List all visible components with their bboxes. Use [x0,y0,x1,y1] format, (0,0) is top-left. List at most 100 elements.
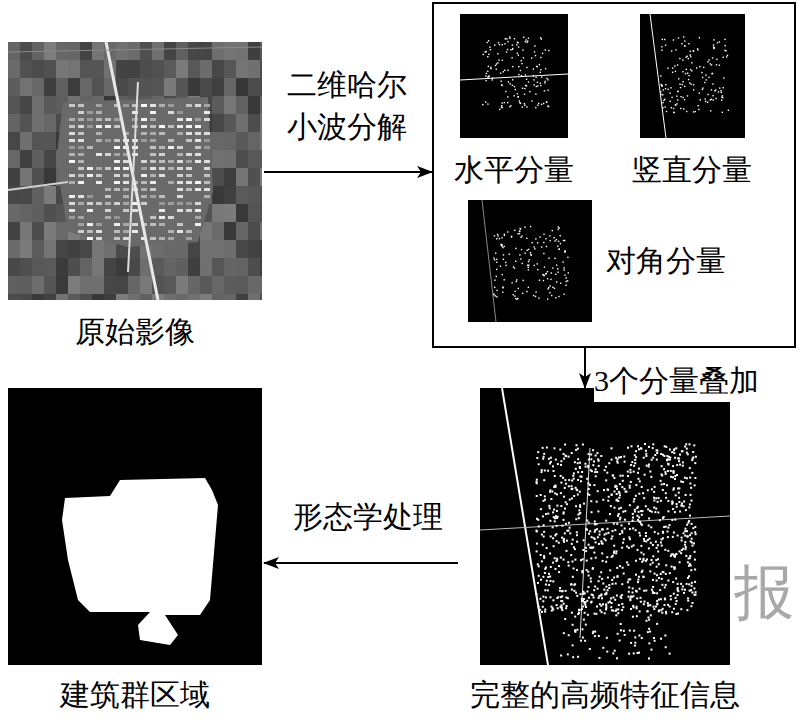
speckle [607,577,609,579]
speckle [512,48,513,49]
speckle [647,604,649,606]
speckle [595,468,597,470]
speckle [546,580,548,582]
speckle [707,94,708,95]
speckle [684,541,686,543]
speckle [602,583,604,585]
speckle [560,464,562,466]
speckle [514,38,515,39]
speckle [487,42,488,43]
speckle [650,542,652,544]
speckle [566,503,568,505]
speckle [633,498,635,500]
field-patch [32,168,44,186]
field-patch [212,168,224,186]
speckle [669,572,671,574]
field-patch [212,204,224,222]
speckle [715,89,716,90]
speckle [501,244,502,245]
speckle [552,465,554,467]
speckle [619,565,621,567]
speckle [568,522,570,524]
speckle [522,106,523,107]
speckle [612,583,614,585]
speckle [680,583,682,585]
house [78,132,84,135]
speckle [677,535,679,537]
speckle [498,59,499,60]
house [186,125,192,128]
speckle [602,543,604,545]
speckle [541,38,542,39]
speckle [661,465,663,467]
speckle [675,597,677,599]
speckle [490,67,491,68]
house [204,195,210,198]
field-patch [188,240,200,258]
field-patch [80,60,92,78]
speckle [519,228,520,229]
speckle [657,533,659,535]
wavelet-component-image [460,14,568,138]
house [141,188,147,191]
speckle [650,526,652,528]
speckle [640,597,642,599]
house [159,125,165,128]
speckle [705,101,706,102]
field-patch [56,60,68,78]
speckle [584,602,586,604]
speckle [673,452,675,454]
speckle [611,447,613,449]
speckle [628,579,630,581]
speckle [599,609,601,611]
speckle [648,517,650,519]
speckle [518,55,519,56]
speckle [488,66,489,67]
speckle [622,606,624,608]
house [186,139,192,142]
speckle [568,479,570,481]
speckle [516,299,517,300]
speckle [635,450,637,452]
speckle [512,66,513,67]
speckle [685,509,687,511]
speckle [647,605,649,607]
speckle [616,485,618,487]
speckle [548,505,550,507]
speckle [573,568,575,570]
speckle [619,518,621,520]
speckle [691,459,693,461]
field-patch [176,78,188,96]
speckle [643,558,645,560]
speckle [688,43,689,44]
speckle [558,249,559,250]
speckle [540,37,541,38]
speckle [526,42,527,43]
speckle [554,520,556,522]
speckle [592,567,594,569]
speckle [691,592,693,594]
speckle [661,584,663,586]
speckle [545,513,547,515]
speckle [551,295,552,296]
speckle [644,474,646,476]
house [114,223,120,226]
field-patch [128,276,140,294]
speckle [559,590,561,592]
speckle [501,106,502,107]
speckle [719,87,720,88]
speckle [612,530,614,532]
house [150,160,156,163]
speckle [627,581,629,583]
speckle [685,546,687,548]
speckle [501,245,502,246]
speckle [664,471,666,473]
house [105,195,111,198]
house [177,146,183,149]
speckle [547,79,548,80]
speckle [674,519,676,521]
speckle [598,595,600,597]
speckle [660,480,662,482]
speckle [685,528,687,530]
speckle [550,279,551,280]
